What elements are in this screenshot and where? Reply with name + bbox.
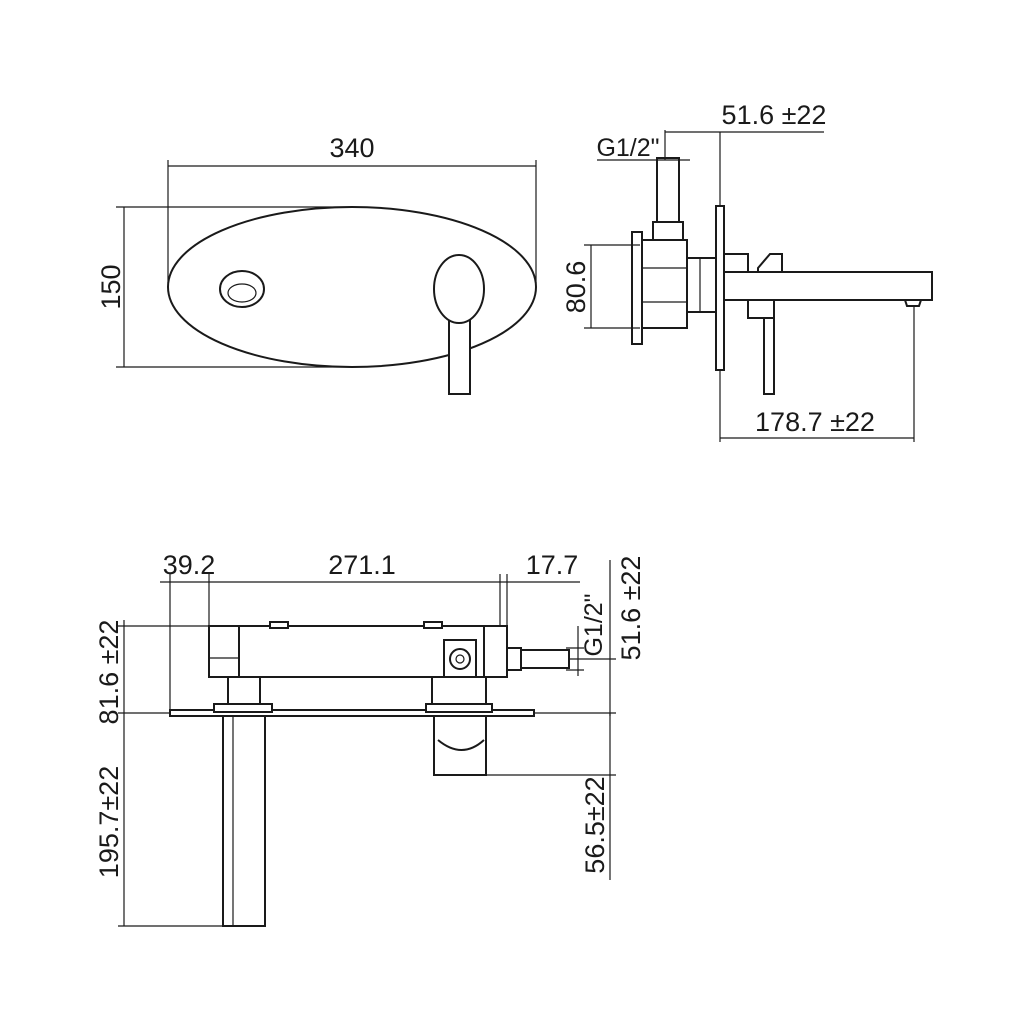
top-body-end-right [483,625,508,678]
spout-collar [723,253,749,273]
lever-length-label: 56.5±22 [580,776,610,873]
inlet-pipe [656,157,680,225]
top-inlet-nut [506,647,522,671]
side-view: G1/2" 51.6 ±22 80.6 178.7 ±22 [561,100,933,442]
side-lever [763,317,775,395]
top-nub-2 [423,621,443,629]
width-label: 340 [329,133,374,163]
diverter-knob-inner [227,283,257,303]
front-view: 340 150 [96,133,537,395]
spout-length-label-top: 195.7±22 [94,766,124,878]
top-body-end-left [208,625,240,678]
spout [723,271,933,301]
right-offset-label: 17.7 [526,550,579,580]
top-lever-flange [425,703,493,713]
top-depth-label: 51.6 ±22 [616,556,646,661]
top-view: 39.2 271.1 17.7 G1/2" 51.6 ±22 81.6 ±22 … [94,550,646,927]
inlet-nut [652,221,684,241]
aerator [903,299,923,307]
top-cartridge [443,639,477,679]
top-cartridge-knob [449,648,471,670]
diverter-knob [219,270,265,308]
spout-base [747,299,775,319]
spout-length-label: 178.7 ±22 [755,407,875,437]
top-lever-curve [437,739,485,751]
thread-label: G1/2" [596,134,659,162]
top-spout-flange [213,703,273,713]
body-height-label: 80.6 [561,261,591,314]
top-nub-1 [269,621,289,629]
mixer-body [636,239,688,329]
top-spout [222,715,266,927]
top-inlet-pipe [520,649,570,669]
top-thread-label: G1/2" [580,593,608,656]
lever-head [433,254,485,324]
body-length-label: 271.1 [328,550,396,580]
height-label: 150 [96,264,126,309]
wall-plate [715,205,725,371]
body-connector [686,257,720,313]
spout-lever-top [757,253,783,273]
body-depth-label: 81.6 ±22 [94,620,124,725]
body-flange [631,231,643,345]
depth-label: 51.6 ±22 [722,100,827,130]
top-cartridge-center [455,654,465,664]
top-spout-conn [227,676,261,708]
left-offset-label: 39.2 [163,550,216,580]
lever-stem [448,311,471,395]
